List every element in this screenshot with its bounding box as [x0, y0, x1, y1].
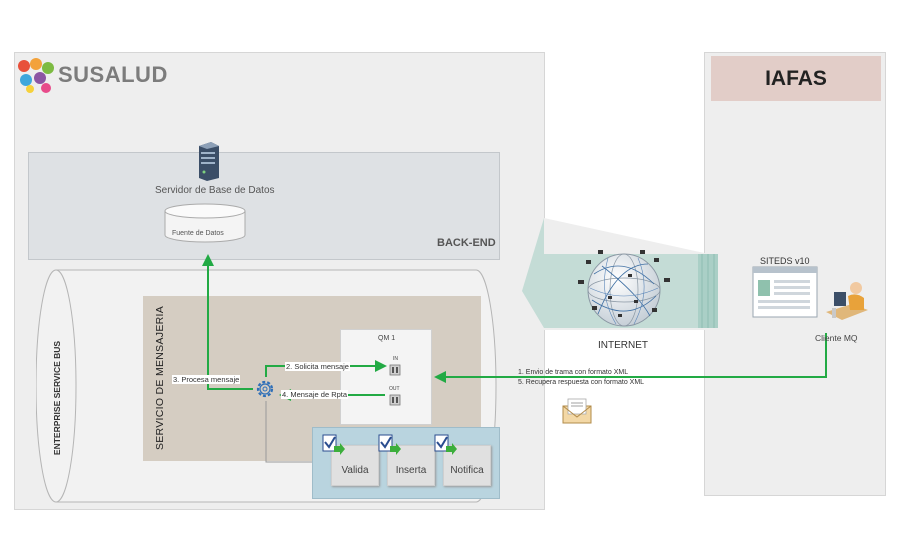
- step-4-label: 4. Mensaje de Rpta: [281, 390, 349, 399]
- internet-label: INTERNET: [598, 340, 648, 351]
- task-check-icon: [322, 434, 345, 455]
- task-check-icon: [378, 434, 401, 455]
- queue-manager-label: QM 1: [378, 335, 396, 342]
- siteds-label: SITEDS v10: [760, 256, 810, 266]
- iafas-title: IAFAS: [711, 56, 881, 101]
- database-server-icon: [199, 142, 219, 181]
- client-user-icon: [826, 282, 868, 320]
- siteds-window-icon: [752, 266, 818, 318]
- queue-out-label: OUT: [389, 386, 400, 392]
- backend-label: BACK-END: [437, 237, 496, 249]
- task-check-icon: [434, 434, 457, 455]
- susalud-logo-text: SUSALUD: [58, 62, 168, 87]
- database-server-label: Servidor de Base de Datos: [155, 185, 275, 196]
- database-label: Fuente de Datos: [172, 230, 224, 237]
- gear-icon: [256, 380, 274, 398]
- cliente-mq-label: Cliente MQ: [815, 333, 858, 343]
- envelope-icon: [562, 398, 592, 424]
- step-2-label: 2. Solicita mensaje: [285, 362, 350, 371]
- susalud-logo-icon: [18, 58, 54, 93]
- queue-in-label: IN: [393, 356, 398, 362]
- backend-area: [28, 152, 500, 260]
- internet-globe-icon: [578, 250, 670, 327]
- queue-out-icon: [389, 394, 401, 406]
- queue-manager-box: [340, 329, 432, 425]
- database-cylinder-icon: [164, 203, 246, 243]
- queue-in-icon: [389, 364, 401, 376]
- step-5-label: 5. Recupera respuesta con formato XML: [518, 379, 645, 386]
- step-1-label: 1. Envio de trama con formato XML: [518, 369, 629, 376]
- step-3-label: 3. Procesa mensaje: [172, 375, 241, 384]
